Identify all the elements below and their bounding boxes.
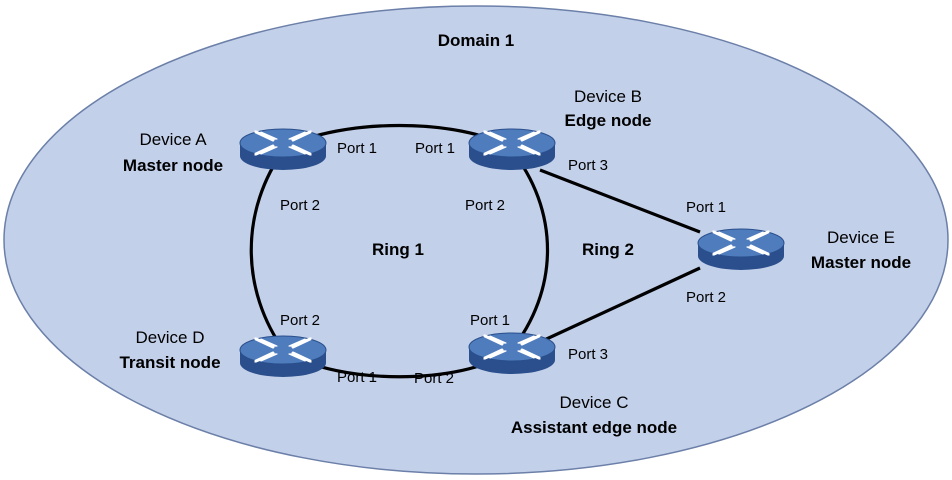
ring2-label: Ring 2 xyxy=(582,240,634,259)
device-e-switch-icon xyxy=(696,227,786,272)
device-a-name: Device A xyxy=(139,130,207,149)
device-b-port2: Port 2 xyxy=(465,197,505,214)
device-a-switch-icon xyxy=(238,127,328,172)
device-e-name: Device E xyxy=(827,228,895,247)
device-c-port3: Port 3 xyxy=(568,346,608,363)
device-d-switch-icon xyxy=(238,334,328,379)
domain-label: Domain 1 xyxy=(438,31,515,50)
ring1-label: Ring 1 xyxy=(372,240,424,259)
domain-area xyxy=(3,5,949,475)
device-d-port1: Port 1 xyxy=(337,369,377,386)
device-a-role: Master node xyxy=(123,156,223,175)
device-a-port2: Port 2 xyxy=(280,197,320,214)
device-d-port2: Port 2 xyxy=(280,312,320,329)
device-c-switch-icon xyxy=(467,331,557,376)
device-c-port2: Port 2 xyxy=(414,370,454,387)
link-b-e xyxy=(539,168,701,234)
device-e-role: Master node xyxy=(811,253,911,272)
device-b-role: Edge node xyxy=(565,111,652,130)
device-e-port1: Port 1 xyxy=(686,199,726,216)
device-b-port1: Port 1 xyxy=(415,140,455,157)
link-c-e xyxy=(539,266,701,344)
device-d-name: Device D xyxy=(136,328,205,347)
device-c-port1: Port 1 xyxy=(470,312,510,329)
device-b-port3: Port 3 xyxy=(568,157,608,174)
device-b-switch-icon xyxy=(467,127,557,172)
device-d-role: Transit node xyxy=(119,353,220,372)
device-a-port1: Port 1 xyxy=(337,140,377,157)
device-c-role: Assistant edge node xyxy=(511,418,677,437)
device-c-name: Device C xyxy=(560,393,629,412)
device-b-name: Device B xyxy=(574,87,642,106)
device-e-port2: Port 2 xyxy=(686,289,726,306)
